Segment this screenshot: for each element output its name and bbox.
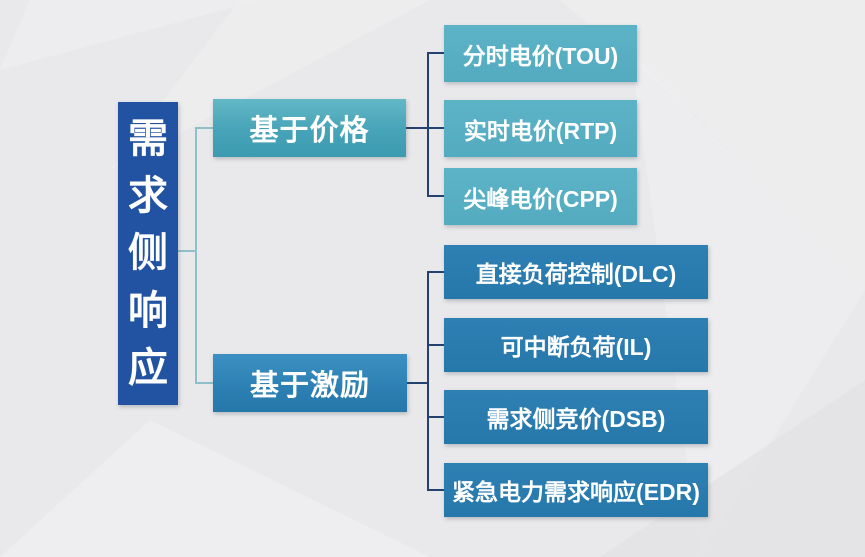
connector-root-trunk [195,127,197,384]
node-incentive-based: 基于激励 [213,354,407,412]
connector-to-dlc [427,271,444,273]
node-demand-side-response: 需 求 侧 响 应 [118,102,178,405]
connector-incentive-trunk [427,271,429,491]
connector-incentive-parent [407,382,429,384]
node-price-based: 基于价格 [213,99,406,157]
node-cpp: 尖峰电价(CPP) [444,168,637,225]
connector-to-cpp [427,195,444,197]
connector-price-parent [406,127,444,129]
root-char: 响 [128,288,168,333]
root-char: 求 [128,174,168,219]
node-dlc: 直接负荷控制(DLC) [444,245,708,299]
root-char: 侧 [128,231,168,276]
connector-to-incentive-branch [197,382,213,384]
connector-price-trunk [427,52,429,197]
connector-to-edr [427,489,444,491]
node-il: 可中断负荷(IL) [444,318,708,372]
node-edr: 紧急电力需求响应(EDR) [444,463,708,517]
root-char: 需 [128,117,168,162]
node-dsb: 需求侧竞价(DSB) [444,390,708,444]
connector-to-dsb [427,416,444,418]
connector-to-il [427,344,444,346]
root-char: 应 [128,345,168,390]
node-rtp: 实时电价(RTP) [444,100,637,157]
connector-to-price-branch [197,127,213,129]
node-tou: 分时电价(TOU) [444,25,637,82]
connector-to-tou [427,52,444,54]
connector-root-stub [178,250,197,252]
